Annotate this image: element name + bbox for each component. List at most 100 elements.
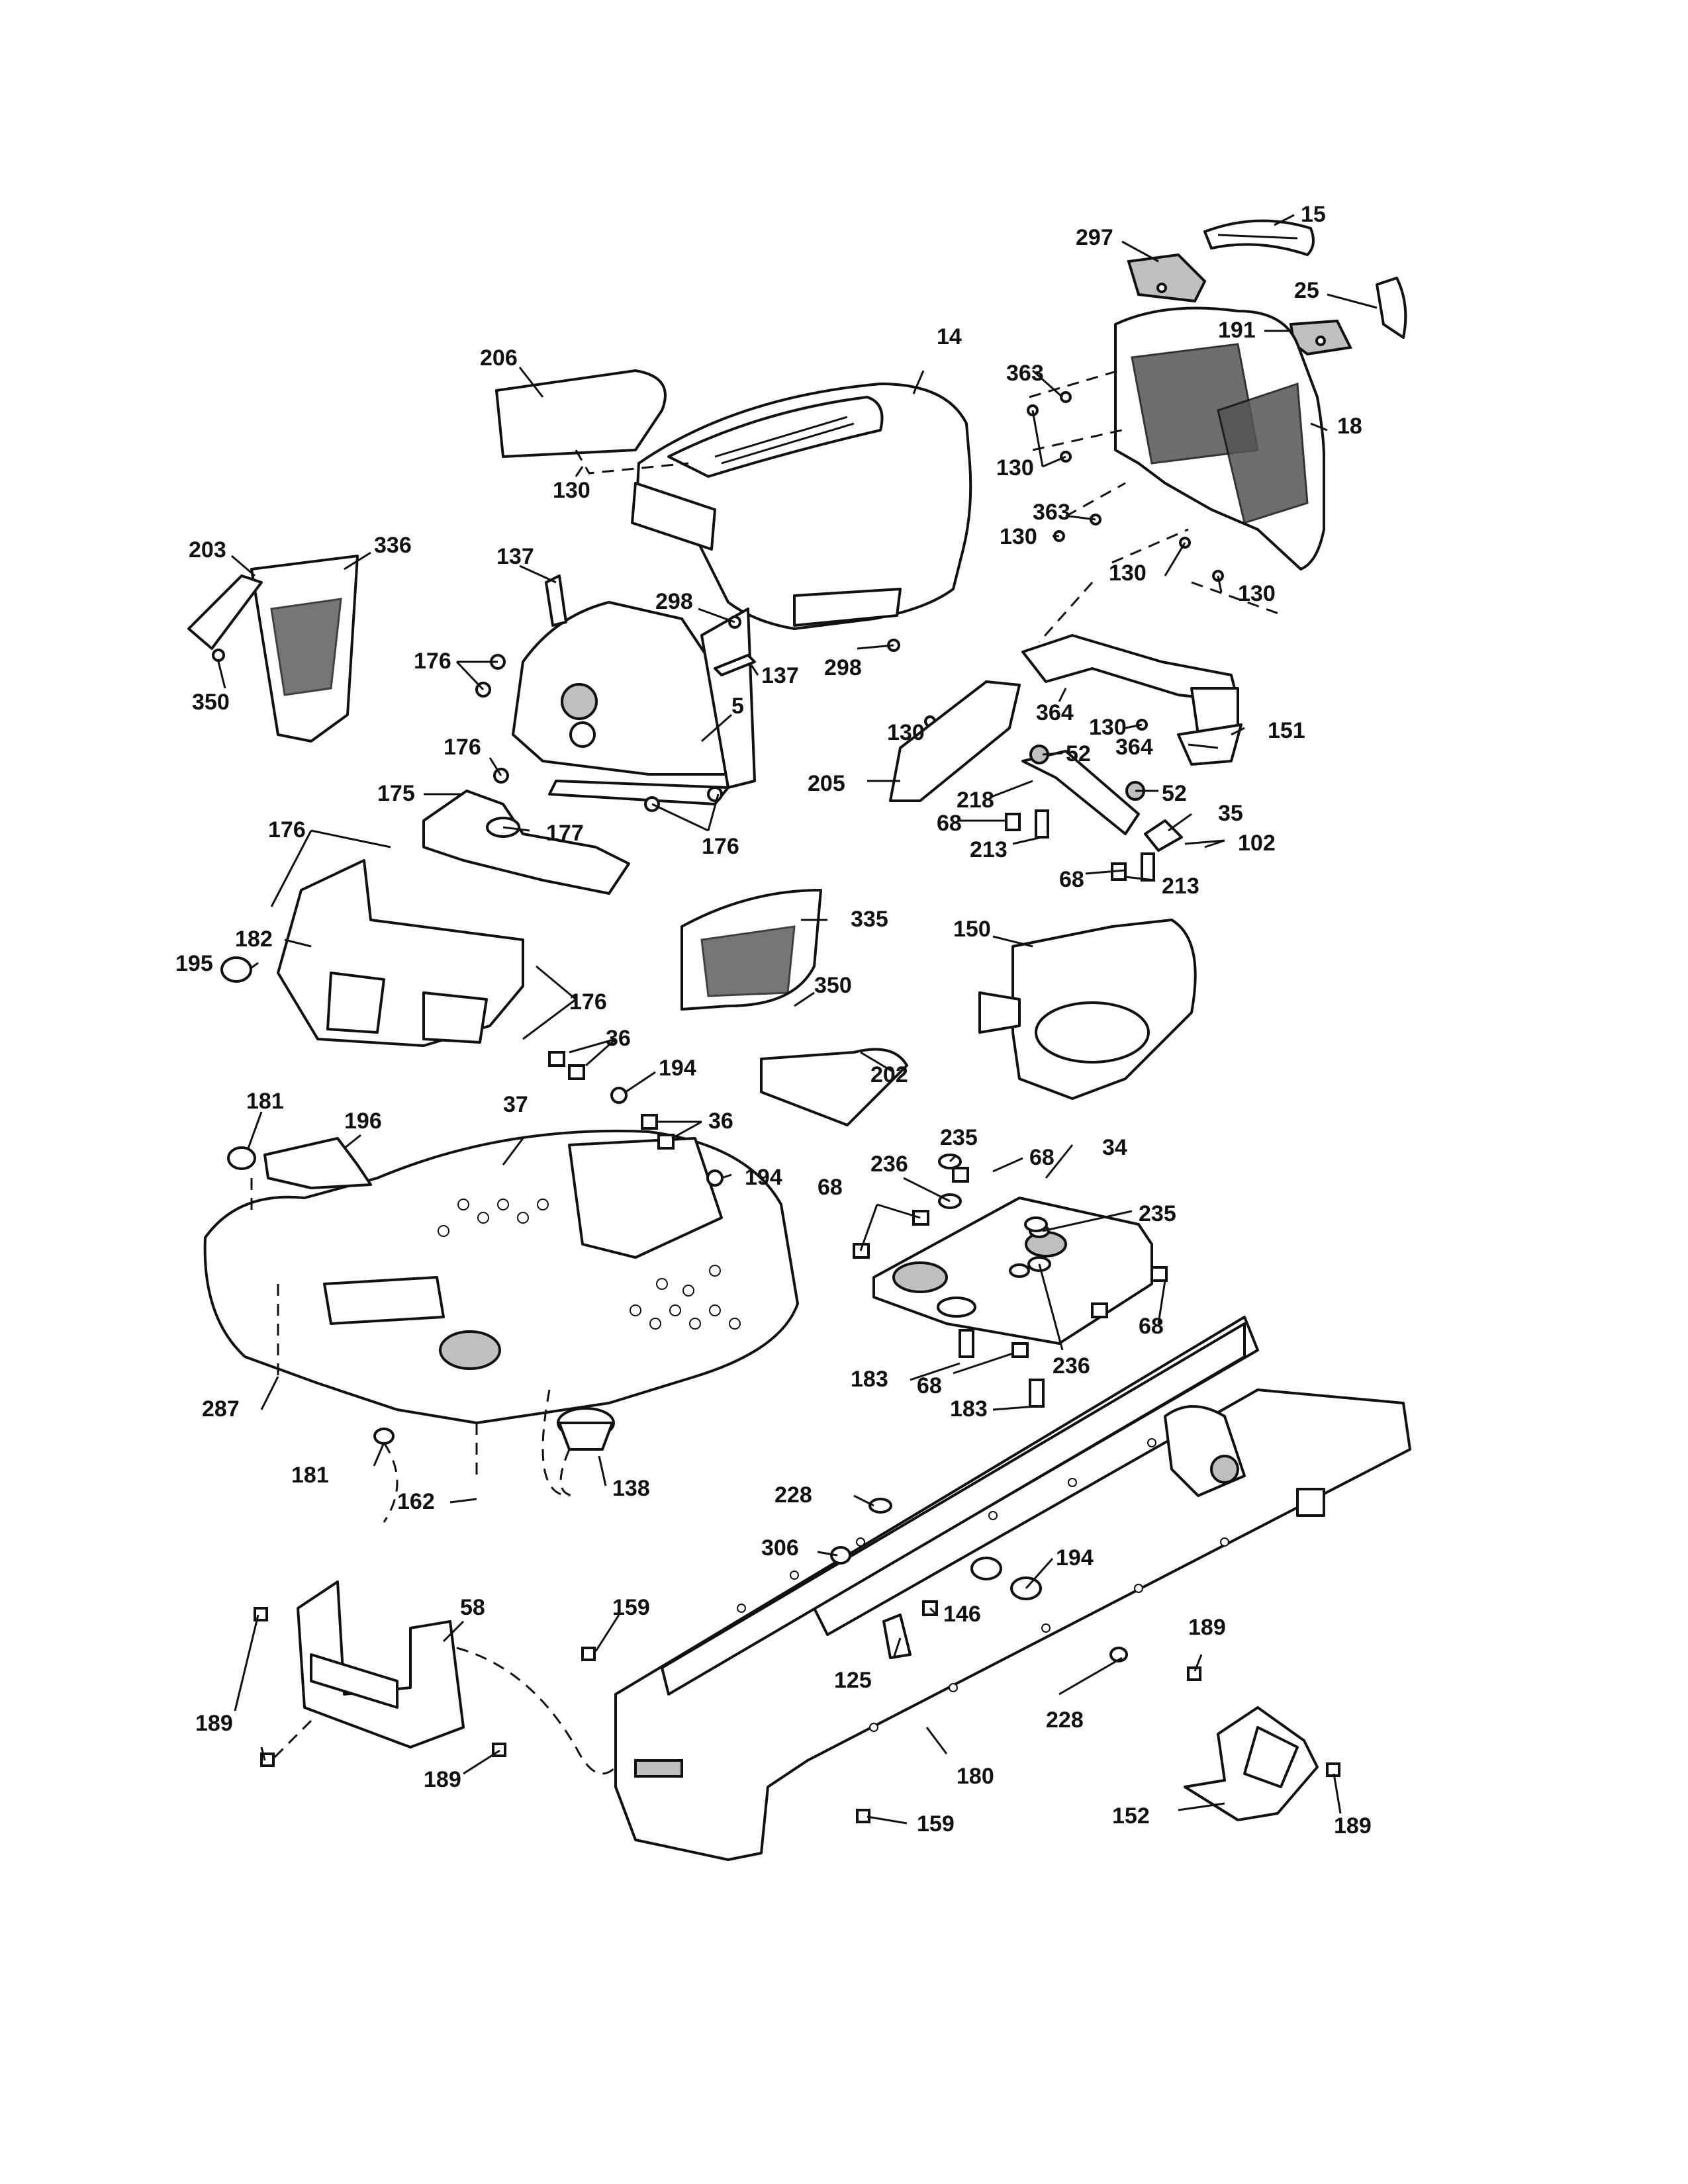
callout-137: 137	[761, 663, 799, 688]
grille-18	[1114, 306, 1325, 570]
bezel-196	[263, 1137, 372, 1189]
leader-lines	[217, 214, 1378, 1825]
callout-68: 68	[818, 1175, 843, 1200]
callout-34: 34	[1102, 1135, 1127, 1160]
frame-hardware	[830, 1498, 1128, 1662]
side-grille-336	[250, 555, 359, 743]
callout-58: 58	[460, 1595, 485, 1620]
dash-panel-5	[512, 601, 756, 805]
side-trim-203	[187, 574, 263, 662]
bolts-68-183	[853, 1154, 1168, 1408]
callout-130: 130	[553, 478, 590, 503]
callout-298: 298	[655, 589, 693, 614]
callout-364: 364	[1036, 700, 1074, 725]
callout-196: 196	[344, 1109, 382, 1134]
callout-175: 175	[377, 781, 415, 806]
callout-181: 181	[246, 1089, 284, 1114]
callout-228: 228	[774, 1482, 812, 1508]
callout-183: 183	[950, 1396, 988, 1422]
callout-213: 213	[970, 837, 1008, 862]
headlight-housing-297	[1127, 253, 1207, 303]
callout-130: 130	[1000, 524, 1037, 549]
callout-235: 235	[940, 1125, 978, 1150]
callout-203: 203	[189, 537, 226, 563]
callout-235: 235	[1139, 1201, 1176, 1226]
callout-297: 297	[1076, 225, 1113, 250]
shroud-150	[978, 919, 1197, 1100]
callout-102: 102	[1238, 831, 1276, 856]
callout-181: 181	[291, 1463, 329, 1488]
grommet-181	[227, 1146, 395, 1445]
callout-176: 176	[569, 989, 607, 1015]
callout-364: 364	[1115, 735, 1153, 760]
callout-180: 180	[957, 1764, 994, 1789]
callout-205: 205	[808, 771, 845, 796]
callout-176: 176	[268, 817, 306, 842]
bracket-175	[422, 790, 630, 895]
bolts-36-194	[548, 1051, 724, 1187]
callout-130: 130	[1109, 561, 1147, 586]
callout-182: 182	[235, 927, 273, 952]
callout-130: 130	[887, 720, 925, 745]
side-lens-25	[1376, 277, 1407, 339]
callout-194: 194	[745, 1165, 782, 1190]
callout-236: 236	[1053, 1353, 1090, 1379]
callout-18: 18	[1337, 414, 1362, 439]
callout-363: 363	[1006, 361, 1044, 386]
callout-68: 68	[937, 811, 962, 836]
callout-298: 298	[824, 655, 862, 680]
callout-189: 189	[1334, 1813, 1372, 1839]
callout-176: 176	[414, 649, 451, 674]
callout-14: 14	[937, 324, 962, 349]
callout-189: 189	[195, 1711, 233, 1736]
headlight-lens-15	[1203, 219, 1315, 256]
callout-15: 15	[1301, 202, 1326, 227]
guard-152	[1184, 1706, 1319, 1821]
callout-36: 36	[708, 1109, 733, 1134]
callout-151: 151	[1268, 718, 1305, 743]
callout-68: 68	[1139, 1314, 1164, 1339]
callout-68: 68	[1059, 867, 1084, 892]
hood-14	[631, 383, 972, 630]
callout-52: 52	[1066, 741, 1091, 766]
callout-363: 363	[1033, 500, 1070, 525]
callout-68: 68	[1029, 1145, 1055, 1170]
callout-306: 306	[761, 1535, 799, 1561]
callout-125: 125	[834, 1668, 872, 1693]
callout-159: 159	[917, 1811, 955, 1837]
callout-236: 236	[870, 1152, 908, 1177]
callout-335: 335	[851, 907, 888, 932]
boot-138	[557, 1407, 615, 1451]
callout-228: 228	[1046, 1707, 1084, 1733]
callout-350: 350	[814, 973, 852, 998]
callout-176: 176	[702, 834, 739, 859]
callout-130: 130	[996, 455, 1034, 480]
callout-195: 195	[175, 951, 213, 976]
callout-159: 159	[612, 1595, 650, 1620]
hood-bracket	[1021, 634, 1243, 766]
callout-152: 152	[1112, 1803, 1150, 1829]
callout-25: 25	[1294, 278, 1319, 303]
callout-194: 194	[1056, 1545, 1094, 1570]
callout-68: 68	[917, 1373, 942, 1398]
bracket-58	[297, 1580, 465, 1749]
callout-206: 206	[480, 345, 518, 371]
callout-36: 36	[606, 1026, 631, 1051]
deflector-205	[889, 680, 1021, 802]
callout-5: 5	[731, 694, 744, 719]
callout-130: 130	[1089, 715, 1127, 740]
callout-146: 146	[943, 1602, 981, 1627]
callout-350: 350	[192, 690, 230, 715]
callout-213: 213	[1162, 874, 1199, 899]
dash-pan-37	[203, 1129, 799, 1424]
callout-37: 37	[503, 1092, 528, 1117]
callout-labels: 15 297 25 191 363 18 130 363 130 130 130…	[175, 202, 1372, 1839]
callout-194: 194	[659, 1056, 696, 1081]
callout-162: 162	[397, 1489, 435, 1514]
callout-150: 150	[953, 917, 991, 942]
callout-176: 176	[444, 735, 481, 760]
trim-202	[760, 1048, 908, 1126]
plug-195	[220, 956, 252, 983]
callout-191: 191	[1218, 318, 1256, 343]
lower-dash-182	[277, 859, 524, 1047]
